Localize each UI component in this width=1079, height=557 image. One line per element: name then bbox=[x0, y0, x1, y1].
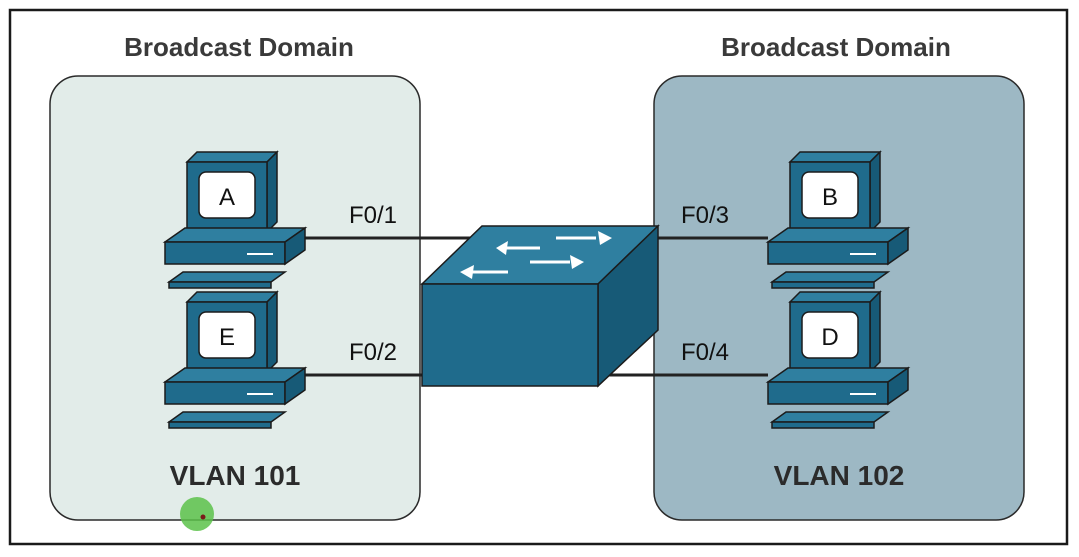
port-label-f03: F0/3 bbox=[681, 202, 729, 229]
computer-a-icon: A bbox=[164, 151, 306, 289]
computer-d-icon: D bbox=[767, 291, 909, 429]
computer-d-label: D bbox=[821, 324, 838, 351]
computer-e-icon: E bbox=[164, 291, 306, 429]
vlan-101-label: VLAN 101 bbox=[170, 460, 301, 491]
port-label-f04: F0/4 bbox=[681, 339, 729, 366]
vlan-102-label: VLAN 102 bbox=[774, 460, 905, 491]
network-links bbox=[305, 236, 768, 377]
computer-b-icon: B bbox=[767, 151, 909, 289]
computer-a-label: A bbox=[219, 184, 235, 211]
cursor-highlight-icon bbox=[180, 497, 214, 531]
computer-b-label: B bbox=[822, 184, 838, 211]
switch-arrows-icon bbox=[460, 231, 612, 279]
port-label-f02: F0/2 bbox=[349, 339, 397, 366]
switch-icon bbox=[420, 224, 660, 388]
port-label-f01: F0/1 bbox=[349, 202, 397, 229]
broadcast-domain-right-title: Broadcast Domain bbox=[721, 32, 951, 62]
computer-e-label: E bbox=[219, 324, 235, 351]
broadcast-domain-left-title: Broadcast Domain bbox=[124, 32, 354, 62]
